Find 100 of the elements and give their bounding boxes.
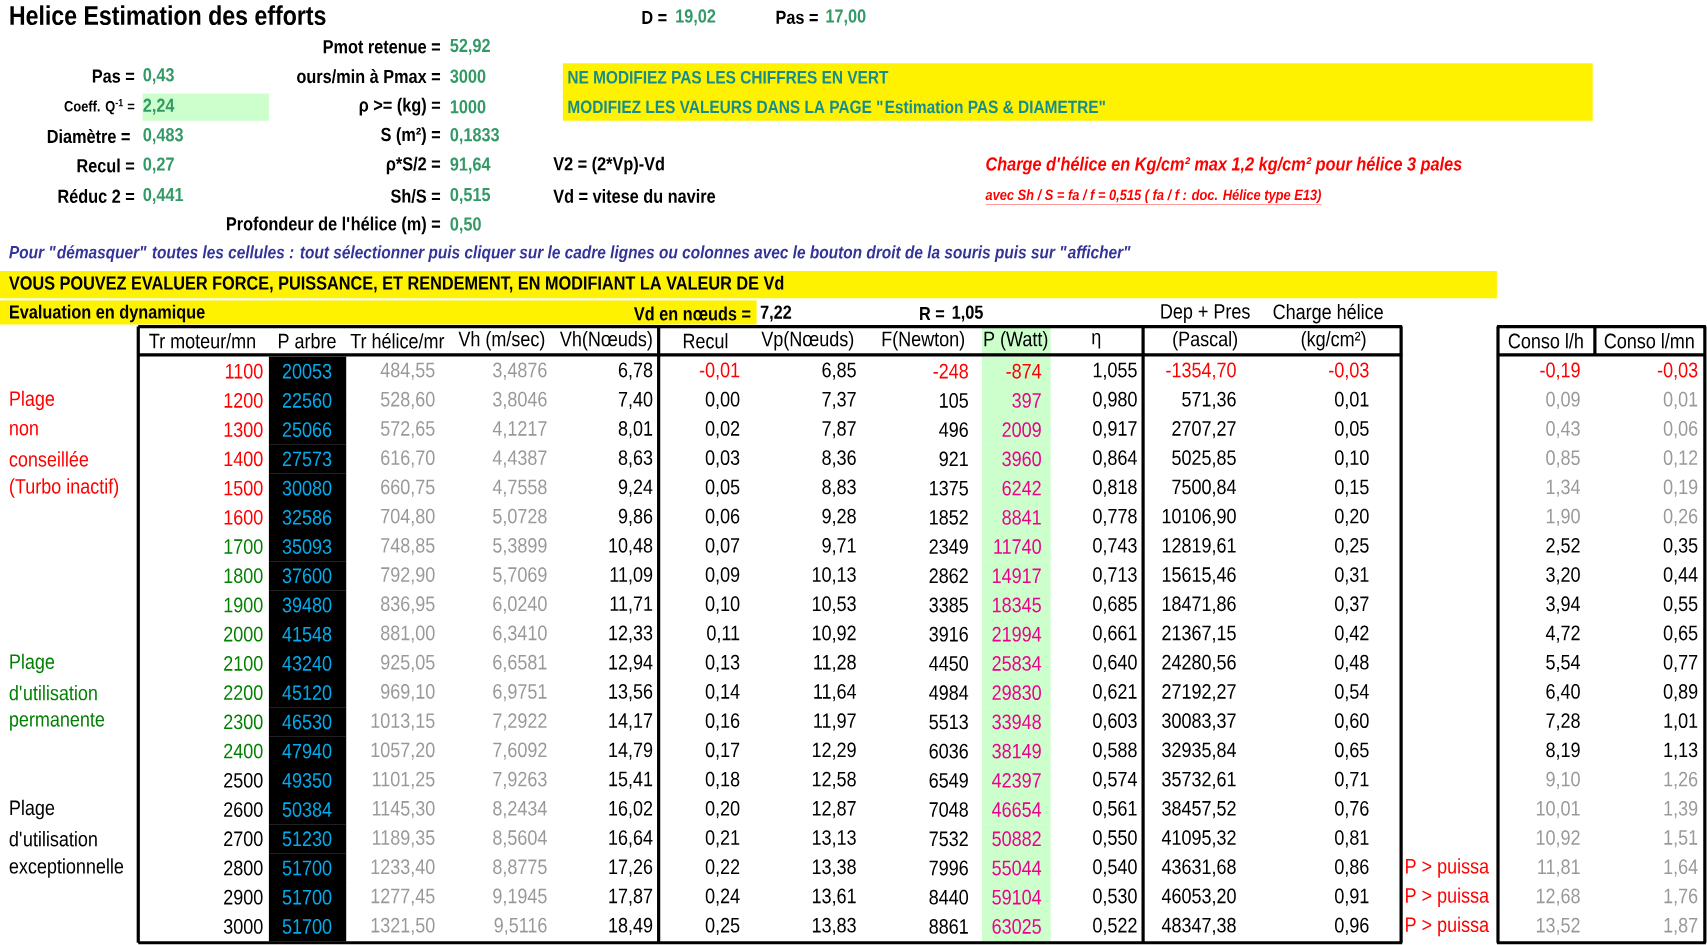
label: Evaluation en dynamique (10, 304, 205, 323)
table-cell: 0,24 (705, 888, 740, 906)
table-cell: 4450 (929, 656, 968, 671)
table-cell: 7048 (929, 802, 968, 817)
table-cell: 0,818 (1093, 479, 1137, 497)
table-cell: 11,71 (610, 596, 653, 614)
row-group-label: d'utilisation (9, 685, 97, 701)
table-cell: 13,56 (609, 684, 653, 702)
row-group-label: non (10, 423, 38, 436)
table-cell: 0,65 (1663, 625, 1698, 643)
table-cell: 43240 (268, 648, 347, 679)
table-cell: 1700 (224, 539, 263, 554)
table-cell: 0,09 (1546, 391, 1580, 410)
table-cell: 0,12 (1663, 450, 1698, 468)
notice-box: NE MODIFIEZ PAS LES CHIFFRES EN VERT MODIFIEZ LES VALEURS DANS LA PAGE "Estimation PAS & DIAMETRE" (562, 63, 1593, 121)
parameter-label: Coeff. Q$^{-1}$ = (64, 99, 135, 115)
table-cell: 6,85 (822, 362, 856, 380)
table-cell: 2800 (224, 860, 263, 876)
table-cell: 47940 (268, 736, 347, 767)
table-cell: 13,13 (812, 830, 856, 848)
table-cell: 16,64 (609, 830, 653, 848)
column-header: P arbre (279, 333, 336, 349)
table-cell: 12,68 (1536, 888, 1580, 906)
table-cell: 37600 (268, 561, 347, 591)
table-cell: 1300 (224, 422, 263, 438)
table-cell: 0,13 (705, 654, 740, 673)
table-cell: 836,95 (381, 596, 435, 614)
table-cell: 2400 (224, 743, 263, 759)
table-cell: 0,77 (1663, 654, 1698, 673)
table-cell: 0,06 (1663, 421, 1698, 439)
table-cell: 48347,38 (1161, 917, 1236, 936)
table-cell: 496 (939, 422, 968, 438)
table-cell: 1,26 (1664, 771, 1698, 789)
table-cell: 0,37 (1335, 596, 1369, 614)
table-cell: 0,96 (1335, 917, 1369, 936)
table-cell: 1277,45 (371, 888, 435, 906)
table-cell: 0,640 (1093, 654, 1137, 673)
table-cell: 13,38 (812, 859, 856, 877)
table-cell: 0,91 (1335, 888, 1369, 906)
table-cell: 25834 (981, 648, 1051, 679)
table-cell: 1500 (224, 480, 263, 496)
table-cell: 20053 (268, 356, 347, 387)
parameter-value: 3000 (450, 69, 486, 83)
table-cell: 13,83 (812, 917, 856, 936)
parameter-label: D = (642, 10, 667, 24)
table-cell: 38149 (981, 736, 1051, 767)
table-cell: 30083,37 (1162, 713, 1236, 731)
table-cell: 5025,85 (1172, 450, 1236, 468)
parameter-value: 0,441 (143, 187, 184, 204)
table-cell: 13,52 (1536, 917, 1580, 936)
table-cell: 3960 (981, 444, 1051, 474)
table-cell: -0,01 (699, 362, 740, 380)
table-cell: 6,40 (1546, 684, 1580, 702)
table-cell: 8,63 (618, 450, 653, 468)
highlight-band: Evaluation en dynamique Vd en nœuds = (0, 300, 757, 325)
row-group-label: d'utilisation (9, 831, 97, 847)
formula-text: V2 = (2*Vp)-Vd (553, 156, 664, 175)
table-cell: 1100 (225, 363, 263, 379)
table-cell: 2,52 (1546, 537, 1580, 556)
table-cell: 0,31 (1335, 567, 1369, 585)
table-cell: 2500 (224, 772, 263, 788)
table-cell: 3,4876 (493, 362, 547, 380)
table-cell: 0,522 (1093, 917, 1137, 936)
table-cell: 32586 (268, 502, 347, 533)
column-header: (kg/cm²) (1301, 331, 1366, 351)
table-cell: 0,65 (1335, 742, 1369, 760)
table-cell: 0,588 (1093, 742, 1137, 760)
table-cell: 18471,86 (1162, 596, 1236, 614)
table-cell: 0,19 (1663, 479, 1698, 497)
column-header: Recul (683, 333, 728, 349)
table-cell: 0,35 (1663, 537, 1698, 556)
parameter-value: 19,02 (676, 9, 716, 26)
table-cell: 0,25 (1335, 537, 1369, 556)
table-cell: 63025 (981, 911, 1051, 942)
parameter-label: Sh/S = (390, 188, 441, 203)
table-cell: 0,07 (705, 537, 740, 556)
table-cell: 11,97 (814, 713, 856, 731)
table-cell: 12,29 (812, 742, 856, 760)
table-cell: 1145,30 (372, 800, 435, 819)
table-cell: 38457,52 (1162, 800, 1236, 819)
table-cell: 0,20 (705, 800, 740, 819)
table-cell: 3385 (929, 597, 968, 613)
table-cell: 1057,20 (371, 742, 435, 760)
table-cell: 7,37 (822, 391, 856, 410)
parameter-value: 0,50 (450, 217, 481, 234)
table-cell: 8,8775 (493, 859, 547, 877)
table-cell: 29830 (981, 678, 1051, 708)
parameter-value: 0,515 (450, 187, 491, 204)
table-cell: 10,48 (609, 537, 653, 556)
column-header: Conso l/mn (1604, 333, 1694, 349)
parameter-label: Pmot retenue = (323, 40, 441, 54)
table-cell: 8,2434 (493, 800, 547, 819)
table-cell: 397 (981, 385, 1051, 416)
table-cell: 6549 (929, 772, 968, 788)
table-cell: 51700 (268, 911, 347, 942)
table-cell: 30080 (268, 473, 347, 504)
table-cell: 0,48 (1335, 654, 1369, 673)
table-cell: 4,72 (1545, 625, 1580, 643)
table-cell: 0,01 (1663, 391, 1698, 410)
table-cell: 616,70 (381, 450, 435, 468)
